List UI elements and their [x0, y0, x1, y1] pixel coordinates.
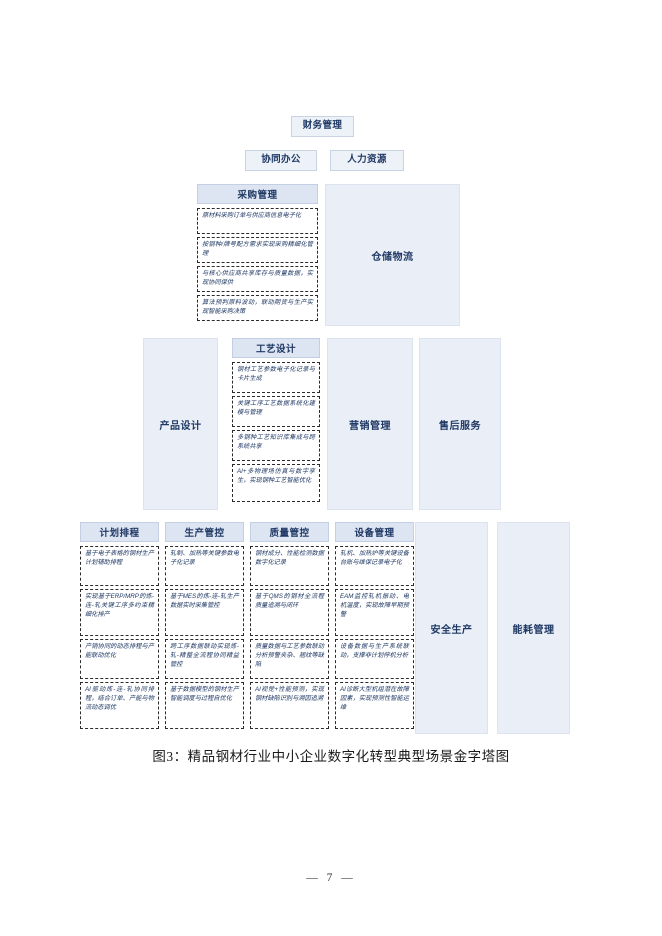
tier3-panel-warehouse-logistics-plate — [325, 184, 460, 326]
scenario-box: 与核心供应商共享库存与质量数据，实现协同保供 — [197, 266, 318, 292]
tier4-panel-product-design: 产品设计 — [159, 420, 202, 432]
scenario-box: 基于电子表格的钢材生产计划辅助排程 — [80, 546, 159, 586]
scenario-box: AI驱动炼-连-轧协同排程，结合订单、产能与物流动态调优 — [80, 682, 159, 729]
tier3-column-head-procurement-management: 采购管理 — [197, 184, 318, 204]
scenario-box: 钢材成分、性能检测数据数字化记录 — [250, 546, 329, 586]
scenario-box: 按钢种/牌号配方需求实现采购精细化管理 — [197, 237, 318, 263]
tier4-panel-marketing-management: 营销管理 — [349, 420, 391, 432]
tier5-scenario-list-production: 轧制、加热等关键参数电子化记录 基于MES的炼-连-轧生产数据实时采集管控 跨工… — [165, 546, 244, 729]
scenario-box: AI视觉+性能预测，实现钢材缺陷识别与溯因追溯 — [250, 682, 329, 729]
tier5-panel-energy-management-plate — [497, 522, 570, 734]
tier5-column-head-equipment-management: 设备管理 — [335, 522, 414, 542]
tier4-panel-marketing-management-plate — [327, 338, 413, 510]
tier5-panel-energy-management: 能耗管理 — [512, 624, 555, 636]
scenario-box: 关键工序工艺数据系统化建模与管理 — [232, 396, 320, 427]
scenario-box: 轧机、加热炉等关键设备台账与维保记录电子化 — [335, 546, 414, 586]
scenario-box: 钢材工艺参数电子化记录与卡片生成 — [232, 362, 320, 393]
tier4-column-process-design: 工艺设计 钢材工艺参数电子化记录与卡片生成 关键工序工艺数据系统化建模与管理 多… — [232, 338, 320, 502]
scenario-box: 基于QMS的钢材全流程质量追溯与闭环 — [250, 589, 329, 636]
tier3-scenario-list-procurement: 原材料采购订单与供应商信息电子化 按钢种/牌号配方需求实现采购精细化管理 与核心… — [197, 208, 318, 321]
tier2-block-human-resources: 人力资源 — [330, 150, 404, 171]
tier2-block-collaborative-office: 协同办公 — [245, 150, 317, 171]
tier5-panel-safety-production-plate — [415, 522, 488, 734]
tier5-column-head-production-control: 生产管控 — [165, 522, 244, 542]
scenario-box: 实现基于ERP/MRP的炼-连-轧关键工序多约束精细化排产 — [80, 589, 159, 636]
scenario-box: 轧制、加热等关键参数电子化记录 — [165, 546, 244, 586]
figure-caption: 图3：精品钢材行业中小企业数字化转型典型场景金字塔图 — [152, 749, 510, 764]
scenario-box: 原材料采购订单与供应商信息电子化 — [197, 208, 318, 234]
tier4-panel-after-sales-service: 售后服务 — [439, 420, 481, 432]
tier1-block-financial-management: 财务管理 — [291, 116, 354, 137]
scenario-box: AI+多物理场仿真与数字孪生，实现钢种工艺智能优化 — [232, 464, 320, 502]
scenario-box: 设备数据与生产系统联动，支撑非计划停机分析 — [335, 639, 414, 679]
tier5-scenario-list-quality: 钢材成分、性能检测数据数字化记录 基于QMS的钢材全流程质量追溯与闭环 质量数据… — [250, 546, 329, 729]
tier4-scenario-list-process-design: 钢材工艺参数电子化记录与卡片生成 关键工序工艺数据系统化建模与管理 多钢种工艺知… — [232, 362, 320, 502]
scenario-box: 多钢种工艺知识库集成与跨系统共享 — [232, 430, 320, 461]
tier5-column-planning-scheduling: 计划排程 基于电子表格的钢材生产计划辅助排程 实现基于ERP/MRP的炼-连-轧… — [80, 522, 159, 729]
tier5-scenario-list-equipment: 轧机、加热炉等关键设备台账与维保记录电子化 EAM监控轧机振动、电机温度，实现故… — [335, 546, 414, 729]
scenario-box: 质量数据与工艺参数联动分析预警夹杂、翘纹等缺陷 — [250, 639, 329, 679]
tier5-scenario-list-planning: 基于电子表格的钢材生产计划辅助排程 实现基于ERP/MRP的炼-连-轧关键工序多… — [80, 546, 159, 729]
tier5-column-quality-control: 质量管控 钢材成分、性能检测数据数字化记录 基于QMS的钢材全流程质量追溯与闭环… — [250, 522, 329, 729]
scenario-box: 基于数据模型的钢材生产智能调度与过程自优化 — [165, 682, 244, 729]
scenario-box: EAM监控轧机振动、电机温度，实现故障早期预警 — [335, 589, 414, 636]
scenario-box: AI诊断大型机组潜在故障因素，实现预测性智能运维 — [335, 682, 414, 729]
scenario-box: 跨工序数据联动实现炼-轧-精整全流程协同精益管控 — [165, 639, 244, 679]
tier5-column-production-control: 生产管控 轧制、加热等关键参数电子化记录 基于MES的炼-连-轧生产数据实时采集… — [165, 522, 244, 729]
tier5-panel-safety-production: 安全生产 — [430, 624, 473, 636]
scenario-box: 基于MES的炼-连-轧生产数据实时采集管控 — [165, 589, 244, 636]
tier5-column-head-planning-scheduling: 计划排程 — [80, 522, 159, 542]
scenario-box: 产销协同的动态排程与产能联动优化 — [80, 639, 159, 679]
tier3-panel-warehouse-logistics: 仓储物流 — [371, 251, 414, 263]
tier3-column-procurement-management: 采购管理 原材料采购订单与供应商信息电子化 按钢种/牌号配方需求实现采购精细化管… — [197, 184, 318, 321]
page-number: — 7 — — [306, 872, 356, 884]
tier5-column-equipment-management: 设备管理 轧机、加热炉等关键设备台账与维保记录电子化 EAM监控轧机振动、电机温… — [335, 522, 414, 729]
tier4-panel-after-sales-service-plate — [419, 338, 501, 510]
scenario-box: 算法预判原料波动，联动期货与生产实现智能采购决策 — [197, 295, 318, 321]
tier5-column-head-quality-control: 质量管控 — [250, 522, 329, 542]
tier4-panel-product-design-plate — [143, 338, 218, 510]
tier4-column-head-process-design: 工艺设计 — [232, 338, 320, 358]
